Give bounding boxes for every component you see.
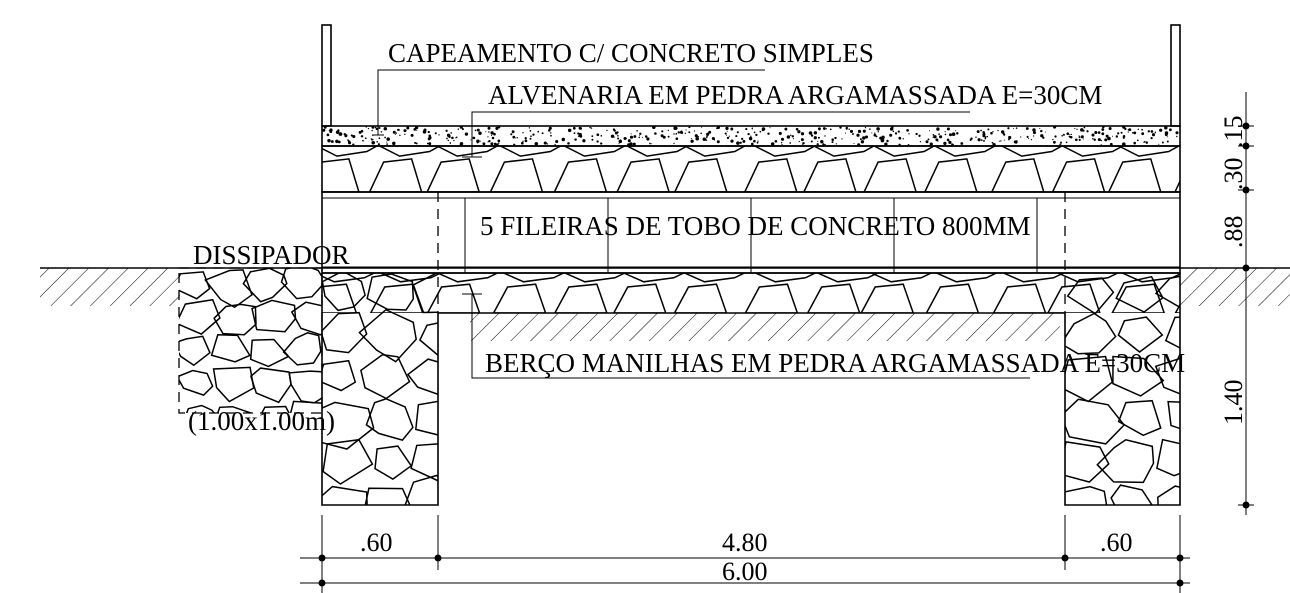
label-alvenaria: ALVENARIA EM PEDRA ARGAMASSADA E=30CM — [488, 80, 1102, 110]
concrete-capping — [321, 125, 1181, 147]
dim-base: 1.40 — [1219, 380, 1248, 426]
dim-pipes: .88 — [1219, 216, 1248, 249]
dim-total: 6.00 — [722, 557, 768, 586]
dim-opening: 4.80 — [722, 528, 768, 557]
dim-right-wall: .60 — [1100, 528, 1133, 557]
label-dissipador-size: (1.00x1.00m) — [188, 406, 335, 436]
ground-hatching — [40, 268, 1290, 341]
vertical-dimensions: .15 .30 .88 1.40 — [1219, 92, 1254, 515]
dim-masonry: .30 — [1219, 158, 1248, 191]
top-masonry — [321, 145, 1181, 193]
right-wall — [1064, 273, 1181, 506]
left-wall — [321, 273, 439, 506]
dissipator — [178, 267, 323, 414]
label-dissipador: DISSIPADOR — [193, 240, 350, 270]
leaders — [372, 69, 1030, 379]
dim-capping: .15 — [1219, 116, 1248, 149]
left-post — [321, 24, 332, 127]
label-berco: BERÇO MANILHAS EM PEDRA ARGAMASSADA E=30… — [485, 348, 1185, 378]
dim-left-wall: .60 — [360, 528, 393, 557]
right-post — [1170, 24, 1181, 127]
label-capeamento: CAPEAMENTO C/ CONCRETO SIMPLES — [388, 38, 874, 68]
label-fileiras: 5 FILEIRAS DE TOBO DE CONCRETO 800MM — [480, 211, 1031, 241]
horizontal-dimensions: .60 4.80 .60 6.00 — [300, 515, 1190, 593]
bottom-masonry — [322, 272, 1180, 313]
